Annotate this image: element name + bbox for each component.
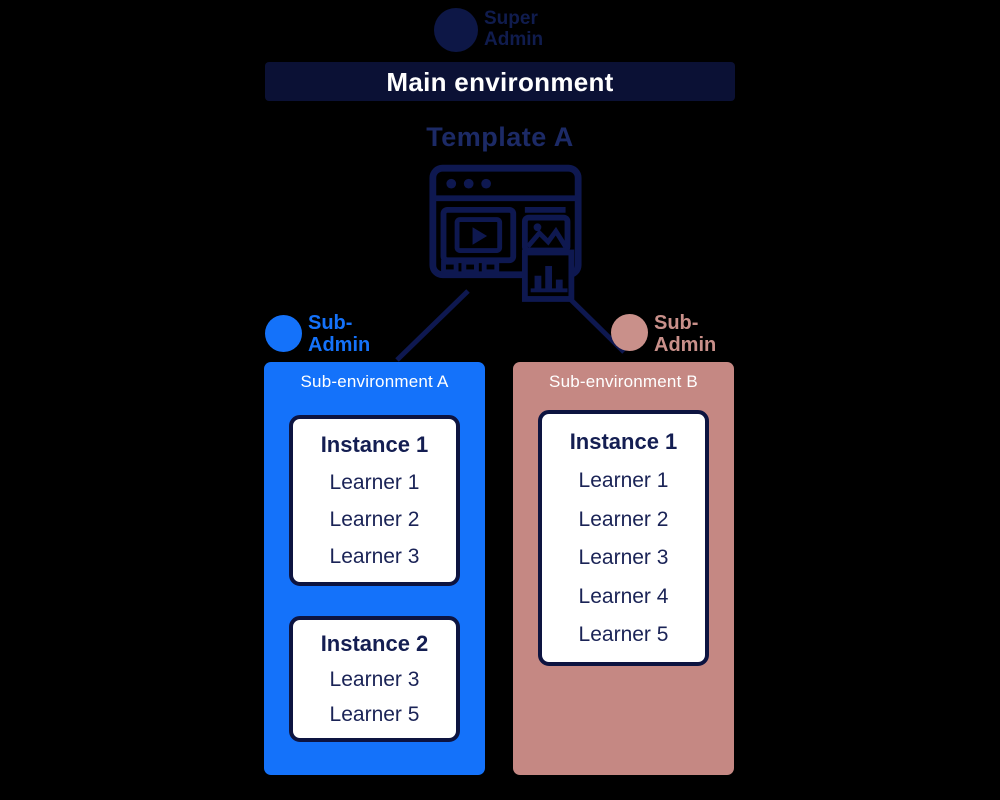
super-admin-avatar-icon — [434, 8, 478, 52]
instance-card: Instance 1 Learner 1 Learner 2 Learner 3… — [538, 410, 709, 666]
instance-title: Instance 1 — [569, 428, 678, 454]
instance-title: Instance 2 — [320, 631, 429, 656]
lms-browser-icon — [429, 164, 582, 302]
learner-item: Learner 1 — [578, 469, 669, 493]
learner-item: Learner 5 — [329, 703, 420, 726]
sub-environment-b-label: Sub-environment B — [549, 372, 698, 391]
sub-environment-a-label: Sub-environment A — [300, 372, 449, 391]
learner-item: Learner 2 — [578, 507, 669, 531]
instance-card: Instance 2 Learner 3 Learner 5 — [289, 616, 460, 742]
sub-admin-b-avatar-icon — [611, 314, 648, 351]
template-label: Template A — [426, 122, 574, 152]
sub-environment-b: Sub-environment B Instance 1 Learner 1 L… — [513, 362, 734, 775]
sub-environment-a: Sub-environment A Instance 1 Learner 1 L… — [264, 362, 485, 775]
main-environment-banner: Main environment — [265, 62, 735, 101]
sub-admin-a-avatar-icon — [265, 315, 302, 352]
instance-card: Instance 1 Learner 1 Learner 2 Learner 3 — [289, 415, 460, 586]
learner-item: Learner 1 — [329, 471, 420, 494]
learner-item: Learner 2 — [329, 508, 420, 531]
learner-item: Learner 3 — [578, 546, 669, 570]
sub-admin-b-label: Sub-Admin — [654, 312, 717, 357]
learner-item: Learner 5 — [578, 623, 669, 647]
learner-item: Learner 3 — [329, 545, 420, 568]
learner-item: Learner 3 — [329, 668, 420, 691]
learner-item: Learner 4 — [578, 584, 669, 608]
super-admin-label: Super Admin — [484, 8, 544, 51]
sub-admin-a-label: Sub-Admin — [308, 312, 371, 357]
instance-title: Instance 1 — [320, 432, 429, 457]
